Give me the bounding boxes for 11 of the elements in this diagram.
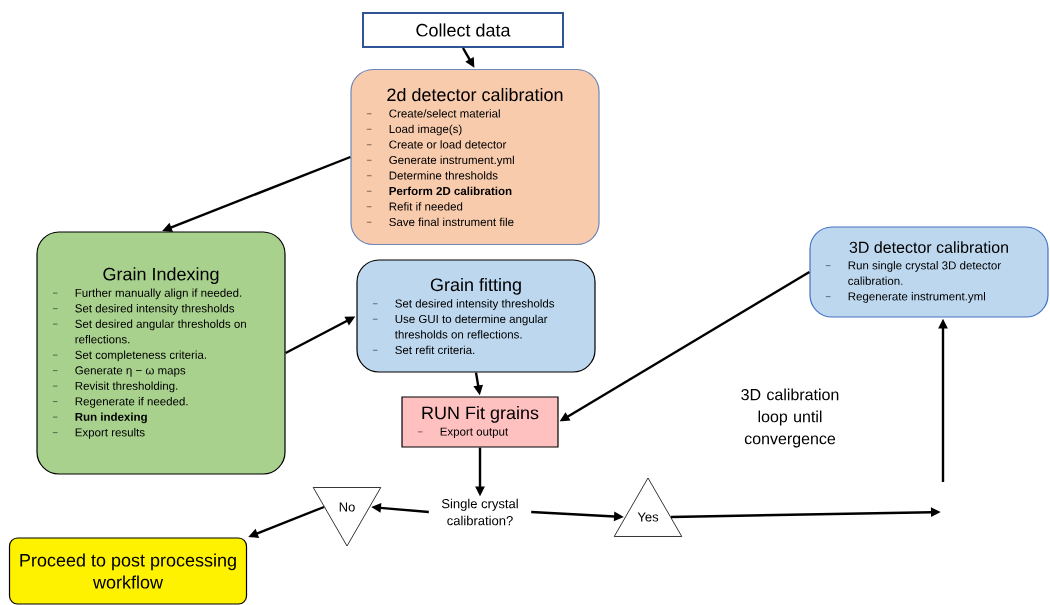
process-box: Grain Indexing Further manually align if needed. Set desired intensity thresholds Set desired angular thresholds on reflections. Set completeness criteria. Generate η − ω maps Revisit thresholding. Regenerate if needed. Run indexing Export results	[36, 231, 286, 475]
process-box: Grain fitting Set desired intensity thresholds Use GUI to determine angular thresholds on reflections. Set refit criteria.	[356, 259, 596, 373]
decision-text: Single crystal calibration?	[441, 498, 518, 526]
end-box: Proceed to post processing workflow	[8, 537, 248, 605]
answer-triangle: No	[312, 487, 382, 547]
process-box: 2d detector calibration Create/select material Load image(s) Create or load detector Generate instrument.yml Determine thresholds Perform 2D calibration Refit if needed Save final instrument file	[350, 68, 600, 246]
process-box: RUN Fit grains Export output	[401, 396, 559, 448]
process-box: 3D detector calibration Run single crystal 3D detector calibration. Regenerate instrument.yml	[809, 226, 1049, 318]
note-text: 3D calibration loop until convergence	[741, 388, 839, 448]
answer-triangle: Yes	[613, 477, 683, 537]
start-box: Collect data	[362, 12, 564, 48]
